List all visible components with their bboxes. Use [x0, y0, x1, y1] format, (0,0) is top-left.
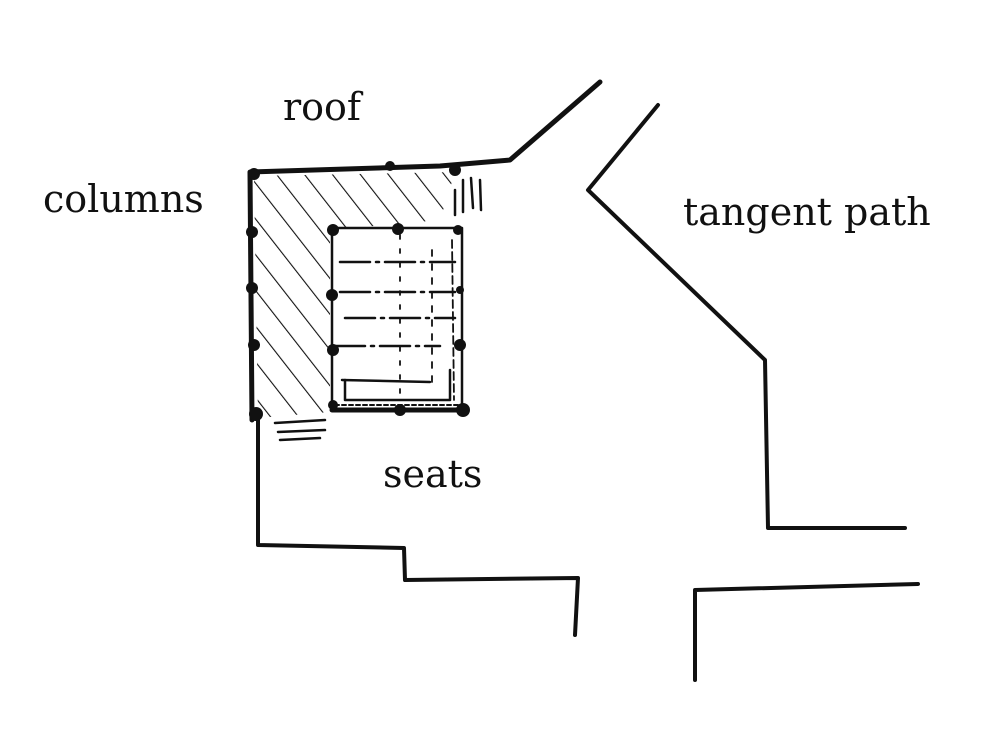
roof-line — [249, 79, 603, 175]
tangent-path-lower-edge — [693, 582, 920, 682]
tangent-path-label: tangent path — [683, 190, 931, 234]
columns — [246, 161, 470, 421]
roof-hatched-area — [254, 172, 455, 418]
seat-rows — [333, 260, 457, 348]
left-wall — [247, 169, 255, 423]
columns-label: columns — [43, 177, 204, 221]
lower-wall — [256, 418, 580, 637]
seats-block — [329, 226, 468, 413]
tangent-path-edge — [586, 103, 907, 530]
seats-label: seats — [383, 452, 483, 496]
roof-label: roof — [283, 85, 361, 129]
roof-edge-hatch — [273, 176, 483, 442]
